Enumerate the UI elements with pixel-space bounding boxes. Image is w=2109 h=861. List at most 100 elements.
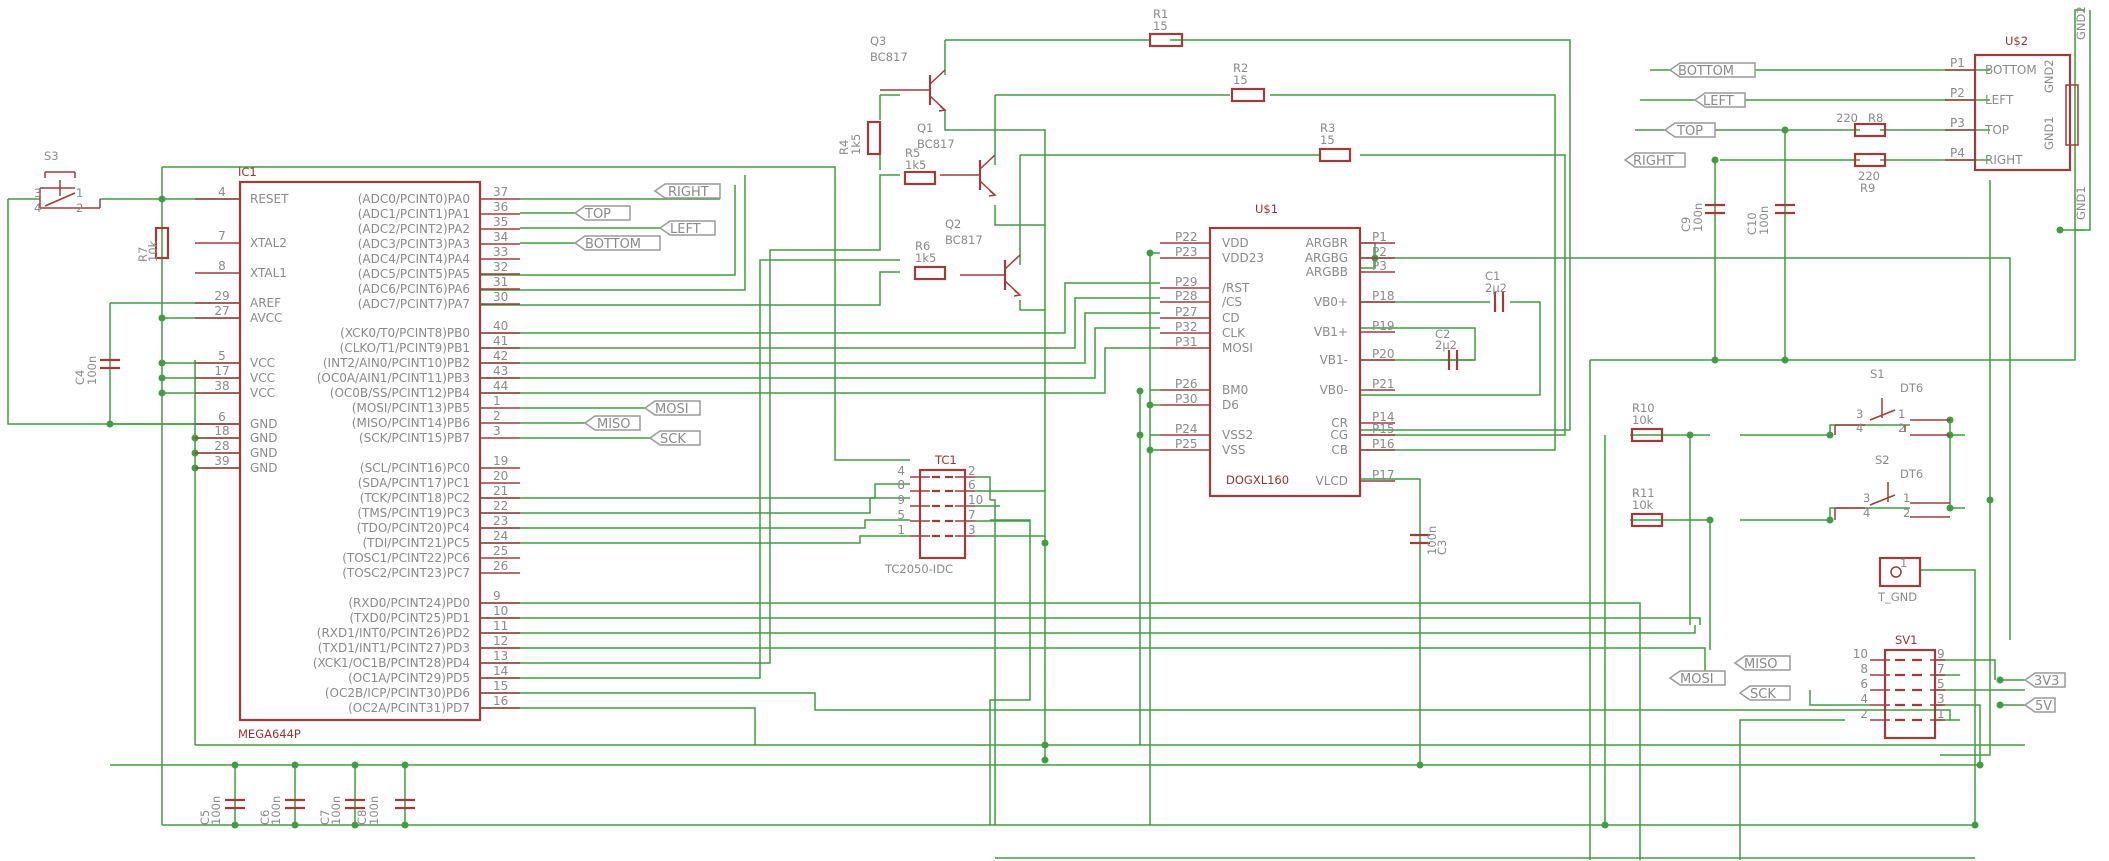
svg-text:TOP: TOP [1676, 124, 1703, 139]
svg-text:BOTTOM: BOTTOM [1678, 64, 1734, 79]
capacitor-c9[interactable]: C9 100n [1679, 203, 1725, 232]
resistor-r9[interactable]: 220 R9 [1853, 152, 1887, 195]
resistor-r2[interactable]: R2 15 [1230, 61, 1266, 103]
s1-pin3: 3 [1856, 407, 1863, 421]
capacitor-c2[interactable]: C2 2µ2 [1435, 327, 1459, 370]
net-label-5v[interactable]: 5V [2023, 697, 2056, 714]
transistor-q3[interactable]: Q3 BC817 [870, 34, 947, 112]
ic1-pin-num: 32 [493, 260, 508, 274]
r3-value: 15 [1320, 133, 1335, 147]
ic1-pin-label: (ADC3/PCINT3)PA3 [358, 237, 470, 251]
sv1-pin-num: 6 [1860, 677, 1868, 691]
ic1-pin-num: 31 [493, 275, 508, 289]
u1-pin-num: P26 [1175, 377, 1198, 391]
sv1-pin-num: 8 [1860, 662, 1868, 676]
net-label-u2-top[interactable]: TOP [1663, 122, 1716, 139]
ic1-pin-label: (ADC7/PCINT7)PA7 [358, 297, 470, 311]
s1-value: DT6 [1900, 381, 1923, 395]
resistor-r10[interactable]: R10 10k [1630, 401, 1664, 443]
net-label-top[interactable]: TOP [573, 205, 631, 222]
net-label-sv-miso[interactable]: MISO [1733, 655, 1791, 672]
u1-pin-label: VB0- [1320, 383, 1348, 397]
ic1-pin-label: XTAL1 [250, 266, 287, 280]
net-label-mosi[interactable]: MOSI [643, 400, 701, 417]
c1-name: C1 [1485, 269, 1500, 283]
u1-pin-num: P28 [1175, 289, 1198, 303]
ic1-pin-label: XTAL2 [250, 236, 287, 250]
c4-name: C4 [73, 370, 87, 385]
capacitor-c10[interactable]: C10 100n [1745, 203, 1795, 235]
u1-pin-num: P29 [1175, 275, 1198, 289]
net-label-u2-bottom[interactable]: BOTTOM [1668, 62, 1756, 79]
capacitor-c8[interactable]: C8 100n [355, 796, 415, 825]
net-label-sv-sck[interactable]: SCK [1738, 685, 1791, 702]
resistor-r6[interactable]: R6 1k5 [913, 239, 947, 281]
resistor-r1[interactable]: R1 15 [1148, 7, 1184, 48]
ic1-pin-num: 27 [214, 304, 229, 318]
capacitor-c6[interactable]: C6 100n [258, 796, 305, 825]
ic1-pin-label: (ADC2/PCINT2)PA2 [358, 222, 470, 236]
resistor-r7[interactable]: R7 10k [136, 226, 170, 262]
ic1-pin-label: (INT2/AIN0/PCINT10)PB2 [323, 356, 470, 370]
net-label-right[interactable]: RIGHT [653, 183, 721, 200]
u2-pin-label: BOTTOM [1985, 63, 2037, 77]
ic1-pin-label: VCC [250, 386, 275, 400]
capacitor-c7[interactable]: C7 100n [318, 796, 365, 825]
u2-pin-num: P4 [1950, 146, 1965, 160]
ic1-pin-label: GND [250, 461, 278, 475]
ic1-pin-label: VCC [250, 371, 275, 385]
capacitor-c4[interactable]: C4 100n [73, 356, 120, 385]
transistor-q1[interactable]: Q1 BC817 [917, 121, 997, 197]
ic1-pin-num: 10 [493, 604, 508, 618]
switch-s2[interactable]: S2 DT6 3 4 1 2 [1834, 453, 1950, 520]
u1-pin-label: MOSI [1222, 341, 1253, 355]
net-label-bottom[interactable]: BOTTOM [573, 235, 661, 252]
resistor-r11[interactable]: R11 10k [1630, 486, 1664, 528]
svg-text:MOSI: MOSI [1680, 672, 1714, 687]
resistor-r3[interactable]: R3 15 [1318, 121, 1352, 163]
svg-text:RIGHT: RIGHT [1633, 154, 1674, 169]
switch-s1[interactable]: S1 DT6 3 4 1 2 [1834, 367, 1950, 436]
net-label-u2-right[interactable]: RIGHT [1623, 152, 1686, 169]
net-label-left[interactable]: LEFT [658, 220, 716, 237]
r1-name: R1 [1153, 7, 1168, 21]
net-label-u2-left[interactable]: LEFT [1693, 92, 1746, 109]
resistor-r8[interactable]: 220 R8 [1836, 111, 1887, 138]
ic1-pin-label: (OC1A/PCINT29)PD5 [348, 671, 470, 685]
net-label-3v3[interactable]: 3V3 [2023, 672, 2066, 689]
ic1-pin-label: (TOSC1/PCINT22)PC6 [342, 551, 470, 565]
net-label-sv-mosi[interactable]: MOSI [1668, 670, 1726, 687]
switch-s3[interactable]: S3 3 4 1 2 [34, 149, 101, 215]
t-gnd-pin: 1 [1900, 556, 1907, 570]
ic1-pin-num: 23 [493, 514, 508, 528]
ic1-pin-num: 4 [218, 185, 226, 199]
ic1-pin-label: (TXD1/INT1/PCINT27)PD3 [318, 641, 470, 655]
u1-pin-num: P1 [1372, 230, 1387, 244]
ic1-pin-num: 28 [214, 439, 229, 453]
tc1-body [918, 468, 967, 560]
net-label-miso[interactable]: MISO [583, 415, 641, 432]
capacitor-c3[interactable]: C3 100n [1410, 526, 1449, 555]
resistor-r4[interactable]: R4 1k5 [837, 120, 882, 156]
capacitor-c1[interactable]: C1 2µ2 [1485, 269, 1507, 312]
resistor-r5[interactable]: R5 1k5 [903, 146, 937, 186]
transistor-q2[interactable]: Q2 BC817 [945, 217, 1022, 297]
net-label-sck[interactable]: SCK [648, 430, 701, 447]
u1-pin-num: P18 [1372, 289, 1395, 303]
testpoint-t-gnd[interactable]: 1 T_GND [1877, 556, 1922, 604]
ic1-pin-num: 11 [493, 619, 508, 633]
ic1-pin-label: (SCK/PCINT15)PB7 [359, 431, 470, 445]
u1-pin-num: P3 [1372, 259, 1387, 273]
c6-name: C6 [258, 810, 272, 825]
ic1-pin-label: (ADC6/PCINT6)PA6 [358, 282, 470, 296]
capacitor-c5[interactable]: C5 100n [198, 796, 245, 825]
